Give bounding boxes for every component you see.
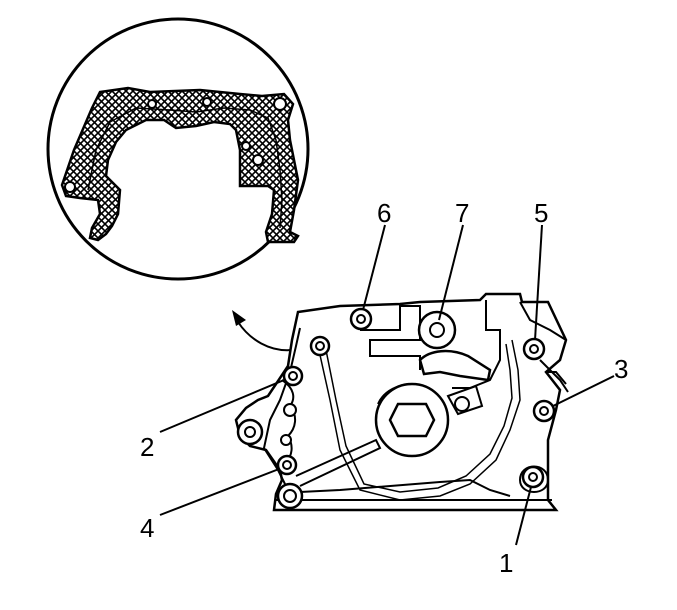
gasket-detail-view	[46, 17, 310, 281]
leader-2	[159, 379, 285, 433]
callout-3: 3	[614, 354, 628, 384]
gasket-shape	[60, 86, 300, 244]
leader-1	[515, 486, 532, 546]
leader-lines	[159, 224, 615, 546]
bolt-hole-1	[521, 465, 545, 489]
callout-labels: 6 7 5 3 1 2 4	[140, 198, 628, 578]
callout-2: 2	[140, 432, 154, 462]
callout-6: 6	[377, 198, 391, 228]
callout-5: 5	[534, 198, 548, 228]
callout-1: 1	[499, 548, 513, 578]
bolt-hole-6	[349, 307, 373, 331]
bolt-hole-3	[532, 399, 556, 423]
callout-7: 7	[455, 198, 469, 228]
front-cover-body	[234, 292, 569, 512]
detail-arrow	[232, 310, 293, 352]
leader-3	[552, 375, 615, 407]
leader-7	[438, 224, 464, 321]
bolt-hole-2	[282, 365, 304, 387]
leader-6	[362, 224, 386, 311]
bolt-hole-4	[276, 454, 298, 476]
bolt-hole-5	[522, 337, 546, 361]
leader-5	[534, 224, 543, 341]
callout-4: 4	[140, 513, 154, 543]
leader-4	[159, 468, 280, 516]
